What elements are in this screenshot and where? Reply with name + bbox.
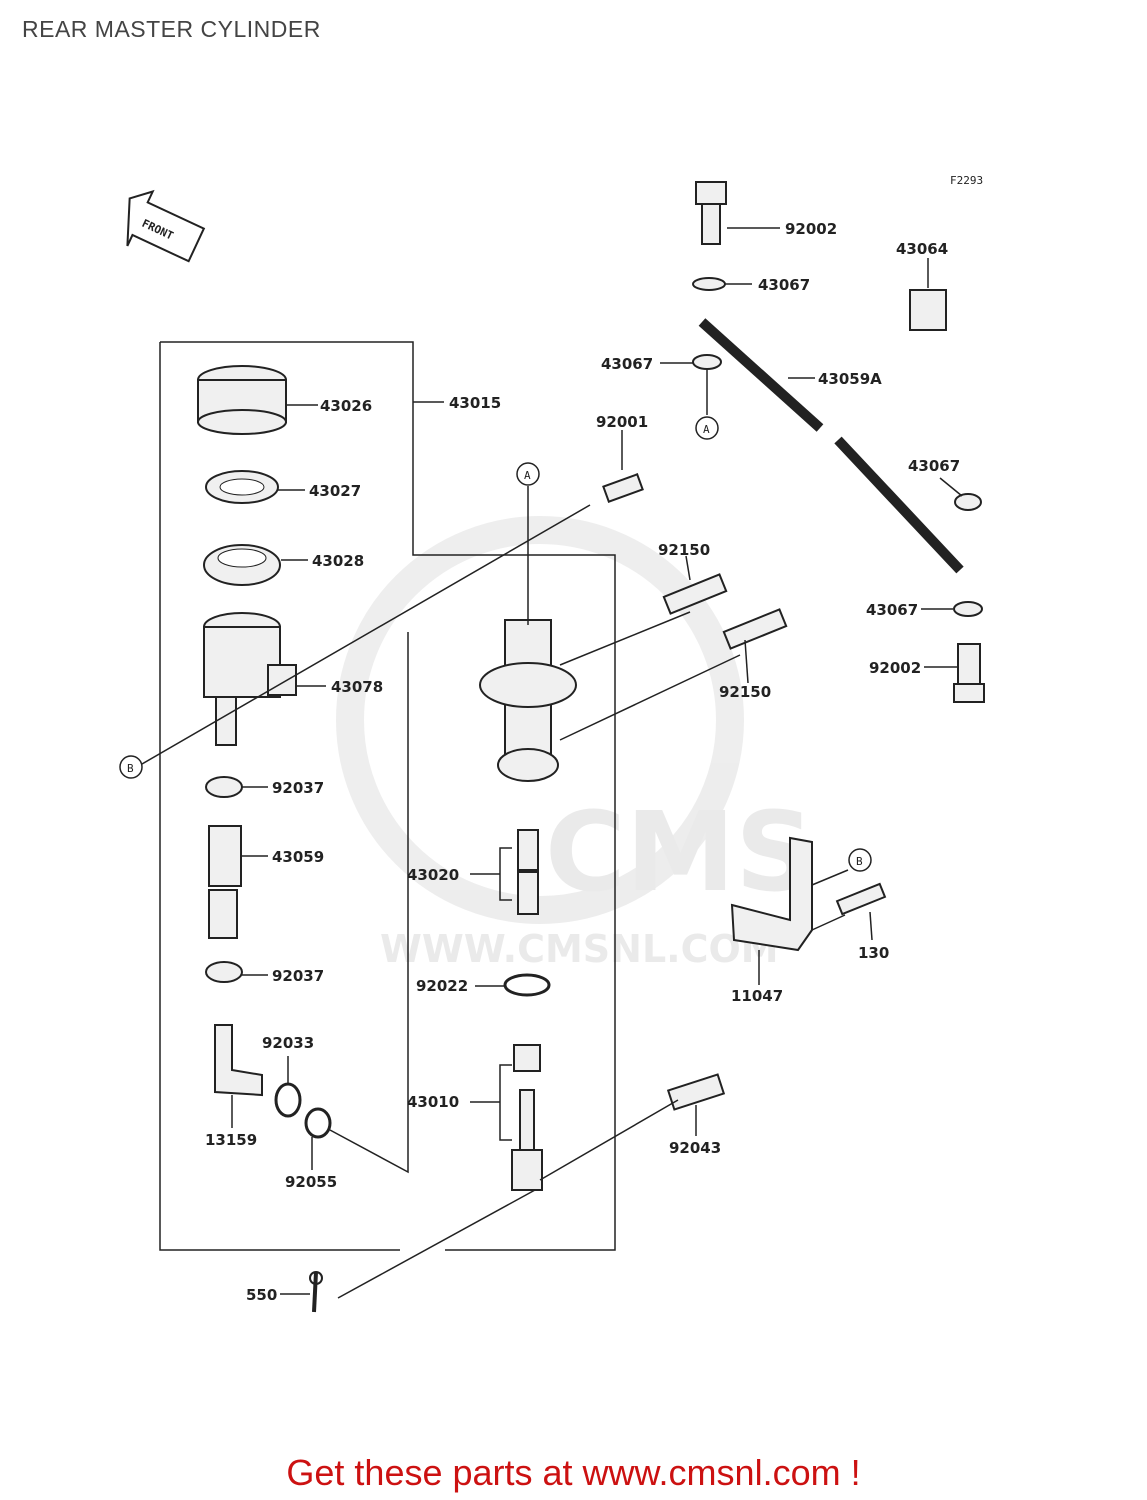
part-label: 92150 [658,541,710,559]
watermark: CMS WWW.CMSNL.COM [336,516,814,971]
part-label: 92002 [785,220,837,238]
part-label: 43067 [601,355,653,373]
svg-text:A: A [524,469,531,482]
part-label: 43010 [407,1093,459,1111]
push-rod-43010 [511,1044,543,1191]
watermark-url: WWW.CMSNL.COM [380,927,779,971]
part-label: 43067 [866,601,918,619]
part-label: 92002 [869,659,921,677]
washer-43067-b [692,354,722,370]
svg-text:B: B [856,855,863,868]
part-label: 13159 [205,1131,257,1149]
grommet-43064 [909,289,947,331]
o-ring-92055 [304,1107,332,1139]
bolt-130 [835,882,887,916]
spring-43020 [517,829,539,915]
part-label: 43067 [908,457,960,475]
part-label: 43015 [449,394,501,412]
part-label: 92150 [719,683,771,701]
hose-43059 [208,825,242,939]
master-cylinder-body [479,619,577,782]
part-label: 92055 [285,1173,337,1191]
part-label: 130 [858,944,889,962]
part-label: 43028 [312,552,364,570]
part-label: 92037 [272,779,324,797]
callout-b-right: B [848,848,872,872]
clamp-92037-bottom [205,961,243,983]
bolt-92150-top [662,573,728,615]
part-label: 43026 [320,397,372,415]
watermark-brand: CMS [545,788,814,916]
bracket-11047 [730,836,813,952]
part-label: 92037 [272,967,324,985]
clamp-92037-top [205,776,243,798]
page-title: REAR MASTER CYLINDER [22,16,321,42]
footer-link-text[interactable]: Get these parts at www.cmsnl.com ! [286,1452,861,1493]
part-label: 92043 [669,1139,721,1157]
washer-43067-d [953,601,983,617]
cotter-pin-550 [309,1271,323,1313]
diaphragm-plate-43027 [205,470,279,504]
part-label: 43059 [272,848,324,866]
svg-text:B: B [127,762,134,775]
part-label: 43064 [896,240,948,258]
hose-fitting-13159 [214,1024,263,1097]
part-label: 43067 [758,276,810,294]
circlip-92033 [274,1082,302,1118]
callout-b-left: B [119,755,143,779]
part-label: 11047 [731,987,783,1005]
washer-43067-c [954,493,982,511]
part-label: 92022 [416,977,468,995]
part-label: 92001 [596,413,648,431]
diaphragm-43028 [203,544,281,586]
part-label: 92033 [262,1034,314,1052]
svg-text:A: A [703,423,710,436]
bolt-92150-bottom [722,608,788,650]
figure-code: F2293 [950,174,983,187]
part-label: 550 [246,1286,277,1304]
banjo-bolt-92002-top [695,181,727,245]
bolt-92001 [602,473,644,503]
part-label: 43020 [407,866,459,884]
pin-92043 [666,1073,726,1111]
callout-a-top: A [516,462,540,486]
reservoir-cap-43026 [197,365,287,435]
callout-a-right: A [695,416,719,440]
reservoir-43078 [203,612,297,746]
washer-43067-a [692,277,726,291]
part-label: 43059A [818,370,882,388]
circlip-92022 [503,973,551,997]
brake-hose-43059A [698,318,964,574]
part-label: 43027 [309,482,361,500]
part-label: 43078 [331,678,383,696]
bleeder-92002-bottom [953,643,985,703]
front-arrow-icon: FRONT [126,189,206,263]
